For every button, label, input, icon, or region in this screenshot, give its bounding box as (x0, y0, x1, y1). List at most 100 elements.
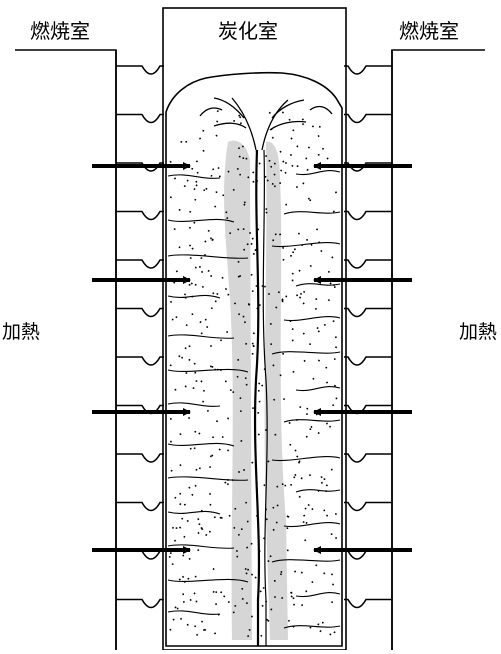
coal-particle (324, 478, 326, 480)
coal-particle (285, 296, 287, 298)
coal-particle (251, 616, 253, 618)
coal-particle (321, 250, 323, 252)
coal-particle (189, 345, 191, 347)
coal-particle (237, 359, 239, 361)
coal-particle (293, 604, 295, 606)
coal-particle (256, 285, 258, 287)
coal-particle (215, 301, 217, 303)
coal-particle (177, 608, 179, 610)
coal-particle (323, 510, 325, 512)
coal-outline (166, 73, 342, 646)
coal-particle (306, 239, 308, 241)
coal-particle (243, 228, 245, 230)
coal-particle (281, 597, 283, 599)
coal-particle (287, 550, 289, 552)
flue-port (344, 503, 392, 511)
coal-particle (252, 290, 254, 292)
coal-particle (318, 154, 320, 156)
coal-particle (228, 601, 230, 603)
coal-particle (201, 527, 203, 529)
coal-particle (243, 157, 245, 159)
coal-particle (203, 130, 205, 132)
coal-particle (252, 353, 254, 355)
coal-particle (243, 469, 245, 471)
flue-port (116, 115, 164, 123)
coal-particle (270, 609, 272, 611)
coal-particle (222, 194, 224, 196)
coal-particle (275, 434, 277, 436)
coal-particle (269, 160, 271, 162)
coal-particle (252, 407, 254, 409)
coal-particle (242, 146, 244, 148)
left-heat-label: 加熱 (2, 321, 40, 343)
coal-particle (185, 297, 187, 299)
coal-particle (290, 255, 292, 257)
coal-particle (296, 295, 298, 297)
coal-particle (174, 228, 176, 230)
flue-port (344, 212, 392, 220)
coal-particle (199, 523, 201, 525)
right-combustion-wall (392, 50, 485, 650)
coal-particle (195, 576, 197, 578)
coal-particle (233, 120, 235, 122)
coal-particle (189, 284, 191, 286)
coal-particle (194, 625, 196, 627)
coal-particle (193, 387, 195, 389)
coal-particle (222, 436, 224, 438)
coal-particle (201, 257, 203, 259)
right-flue-wall (344, 50, 392, 650)
right-chamber-label: 燃焼室 (399, 19, 459, 43)
coal-particle (297, 165, 299, 167)
coal-particle (210, 366, 212, 368)
coal-particle (259, 401, 261, 403)
coal-particle (284, 485, 286, 487)
flue-port (116, 357, 164, 365)
coal-particle (270, 166, 272, 168)
coal-particle (309, 343, 311, 345)
coal-particle (317, 327, 319, 329)
coal-particle (249, 629, 251, 631)
flue-port (344, 309, 392, 317)
coal-particle (335, 336, 337, 338)
coal-particle (243, 316, 245, 318)
coal-particle (321, 476, 323, 478)
coal-particle (196, 380, 198, 382)
coal-particle (199, 138, 201, 140)
coal-particle (246, 384, 248, 386)
coal-particle (169, 556, 171, 558)
coal-particle (325, 367, 327, 369)
coal-particle (172, 563, 174, 565)
coal-particle (290, 154, 292, 156)
coal-particle (290, 320, 292, 322)
flue-port (116, 309, 164, 317)
coal-particle (328, 271, 330, 273)
right-heat-label: 加熱 (459, 321, 497, 343)
coal-particle (256, 150, 258, 152)
coal-particle (293, 476, 295, 478)
coal-particle (170, 441, 172, 443)
coal-particle (263, 587, 265, 589)
flue-port (344, 454, 392, 462)
coal-particle (247, 569, 249, 571)
coal-particle (247, 521, 249, 523)
coal-particle (199, 266, 201, 268)
coal-particle (265, 208, 267, 210)
coal-particle (186, 372, 188, 374)
coal-charge (166, 73, 342, 646)
coal-particle (309, 199, 311, 201)
flue-port (116, 551, 164, 559)
coal-particle (202, 401, 204, 403)
flue-port (116, 260, 164, 268)
coal-particle (280, 374, 282, 376)
coal-particle (182, 555, 184, 557)
coal-particle (196, 601, 198, 603)
coal-particle (235, 605, 237, 607)
coal-particle (306, 413, 308, 415)
coal-particle (225, 211, 227, 213)
coal-particle (301, 244, 303, 246)
coal-particle (219, 176, 221, 178)
coal-particle (210, 238, 212, 240)
flue-port (344, 600, 392, 608)
coal-particle (179, 493, 181, 495)
